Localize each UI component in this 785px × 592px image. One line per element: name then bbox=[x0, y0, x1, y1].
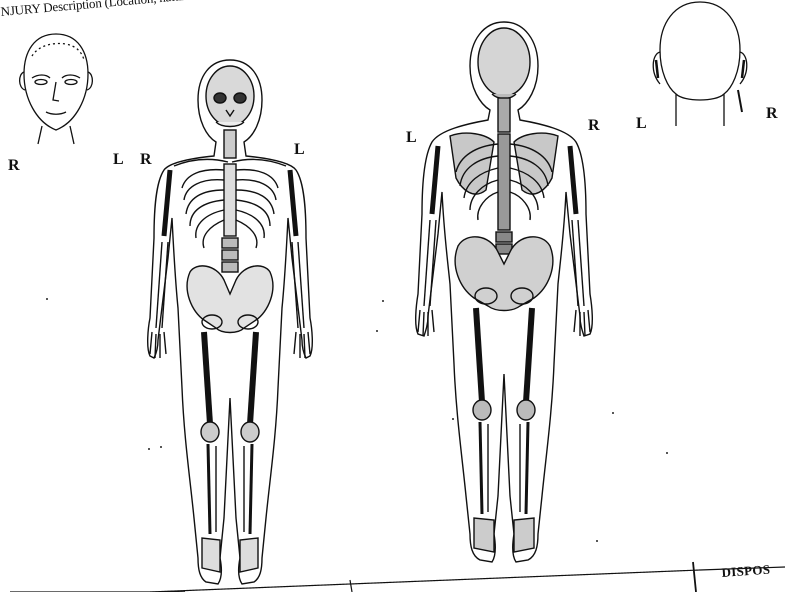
skeleton-back-diagram bbox=[410, 20, 598, 568]
back-left-label: L bbox=[406, 130, 417, 146]
face-front-diagram bbox=[12, 26, 100, 148]
scan-speck bbox=[160, 446, 162, 448]
scan-speck bbox=[666, 452, 668, 454]
scan-speck bbox=[612, 412, 614, 414]
scan-speck bbox=[46, 298, 48, 300]
face-right-label: R bbox=[8, 158, 20, 174]
form-table-border bbox=[0, 540, 785, 592]
back-right-label: R bbox=[588, 118, 600, 134]
front-left-label: L bbox=[113, 152, 124, 168]
head-back-diagram bbox=[642, 0, 760, 128]
scan-speck bbox=[452, 418, 454, 420]
scan-speck bbox=[382, 300, 384, 302]
injury-description-heading: NJURY Description (Location, nature and … bbox=[0, 0, 235, 20]
head-back-left-label: L bbox=[636, 116, 647, 132]
scan-speck bbox=[148, 448, 150, 450]
disposition-heading: DISPOS bbox=[721, 562, 771, 581]
skeleton-front-diagram bbox=[140, 58, 320, 590]
head-back-right-label: R bbox=[766, 106, 778, 122]
scan-speck bbox=[596, 540, 598, 542]
scan-speck bbox=[376, 330, 378, 332]
